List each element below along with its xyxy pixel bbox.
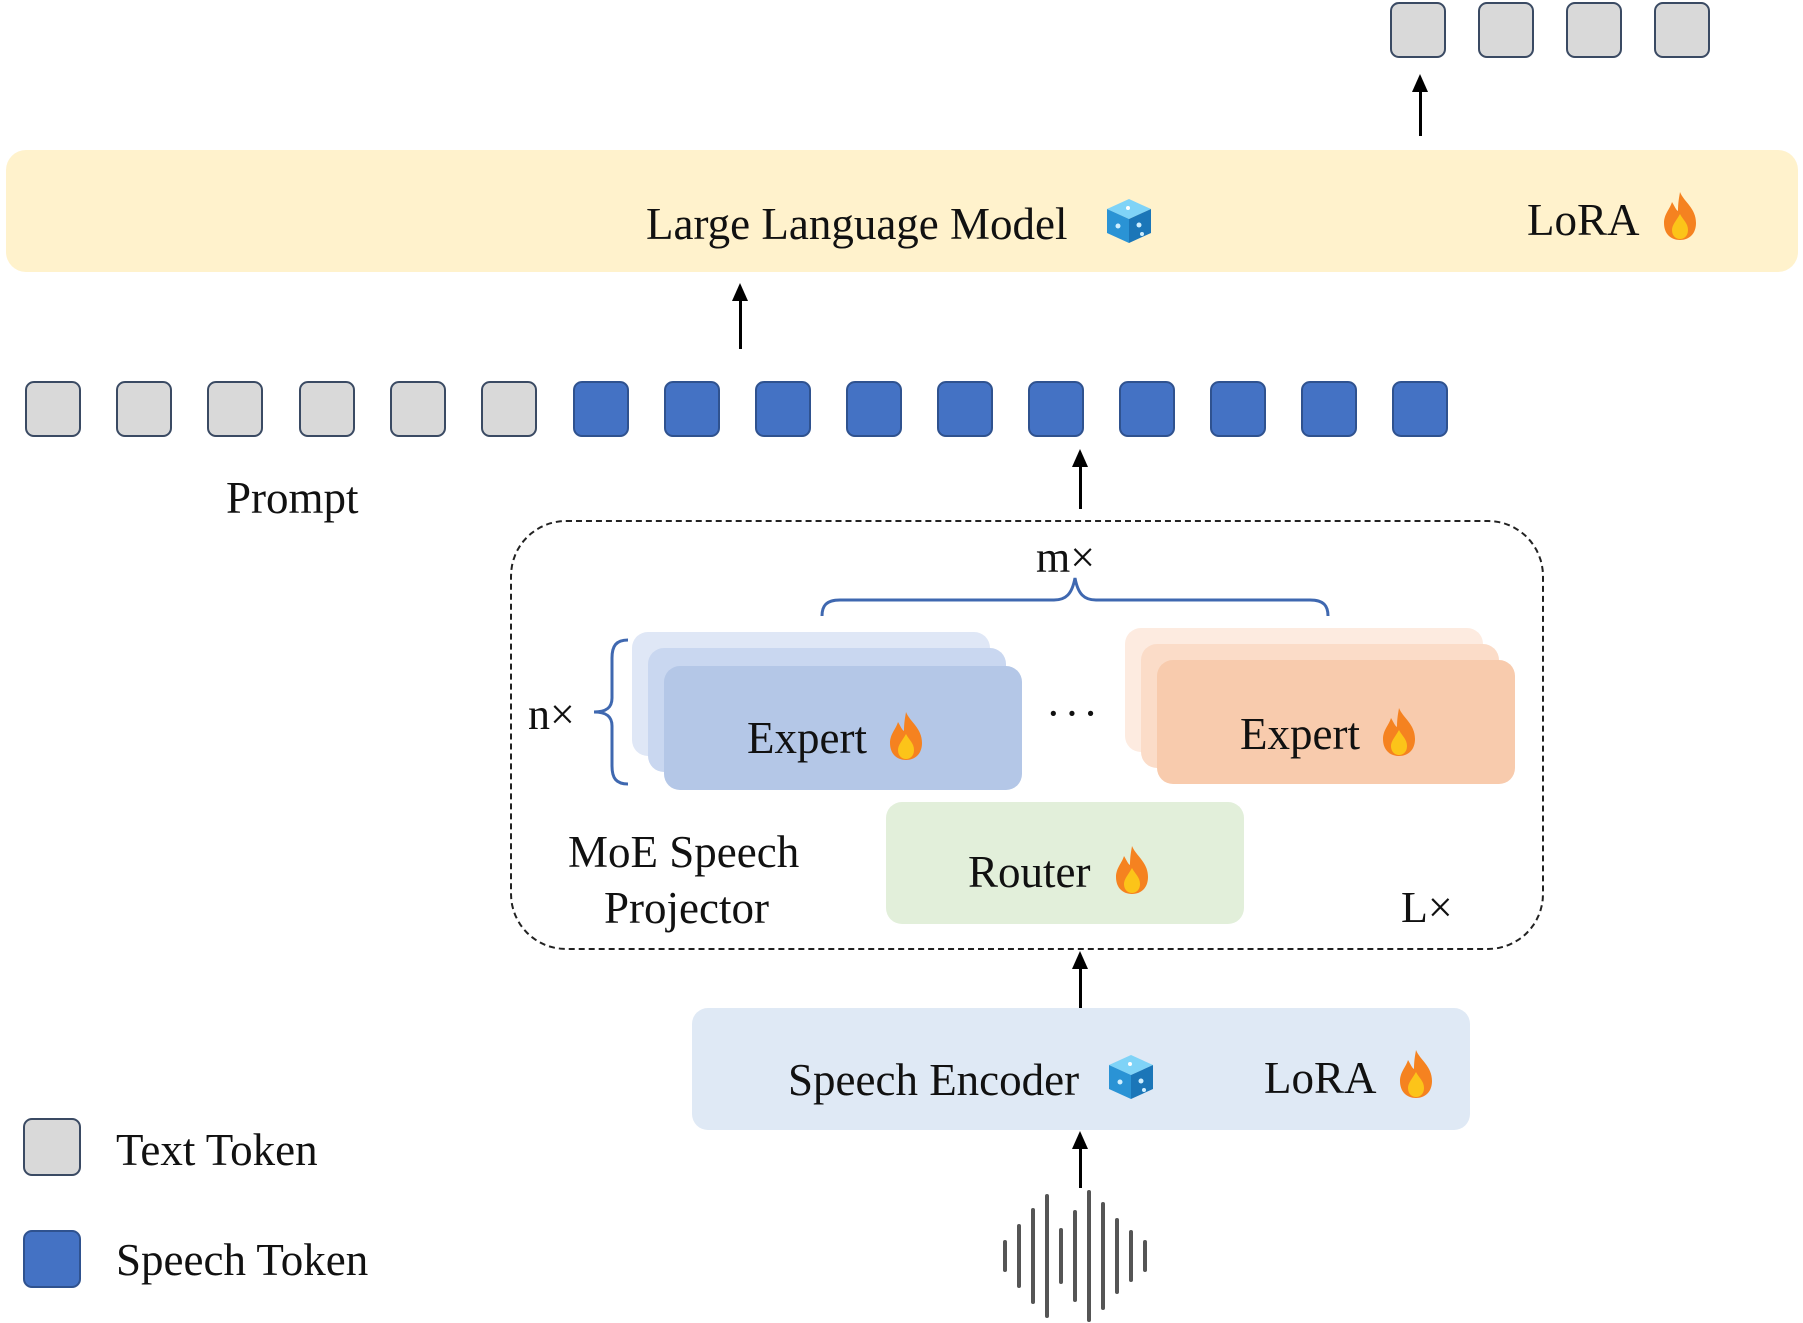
output-token <box>1654 2 1710 58</box>
encoder-lora-label: LoRA <box>1264 1053 1377 1103</box>
m-multiplier-label: m× <box>1036 533 1096 582</box>
speech-token <box>1210 381 1266 437</box>
ice-cube-icon <box>1109 1055 1153 1099</box>
legend-speech-token-label: Speech Token <box>116 1235 369 1285</box>
speech-token <box>1392 381 1448 437</box>
output-token <box>1478 2 1534 58</box>
speech-token <box>1119 381 1175 437</box>
arrow-tokens-to-llm <box>732 283 748 349</box>
fire-icon <box>1400 1050 1432 1098</box>
text-token <box>390 381 446 437</box>
encoder-title: Speech Encoder <box>788 1055 1080 1105</box>
speech-token <box>573 381 629 437</box>
speech-token <box>1301 381 1357 437</box>
llm-block: Large Language Model LoRA <box>6 150 1798 272</box>
expert-box-blue: Expert <box>664 666 1022 790</box>
expert-label: Expert <box>1240 709 1360 759</box>
router-label: Router <box>968 847 1091 897</box>
llm-lora-label: LoRA <box>1527 195 1640 245</box>
expert-label: Expert <box>747 713 867 763</box>
arrow-encoder-to-projector <box>1072 951 1088 1008</box>
n-brace <box>593 638 629 786</box>
text-token <box>207 381 263 437</box>
router-box: Router <box>886 802 1244 924</box>
arrow-audio-to-encoder <box>1072 1131 1088 1188</box>
speech-token <box>1028 381 1084 437</box>
l-multiplier-label: L× <box>1401 883 1453 932</box>
fire-icon <box>1116 846 1148 894</box>
text-token <box>116 381 172 437</box>
prompt-label: Prompt <box>226 473 359 523</box>
legend-text-token-swatch <box>23 1118 81 1176</box>
text-token <box>481 381 537 437</box>
legend-text-token-label: Text Token <box>116 1125 318 1175</box>
fire-icon <box>890 712 922 760</box>
m-brace <box>820 577 1330 617</box>
output-token <box>1390 2 1446 58</box>
speech-token <box>846 381 902 437</box>
speech-token <box>664 381 720 437</box>
arrow-llm-to-output <box>1412 74 1428 136</box>
moe-projector-frame <box>510 520 1544 950</box>
ice-cube-icon <box>1107 199 1151 243</box>
n-multiplier-label: n× <box>528 690 575 739</box>
moe-title-line2: Projector <box>604 883 769 933</box>
fire-icon <box>1664 192 1696 240</box>
llm-title: Large Language Model <box>646 199 1068 249</box>
legend-speech-token-swatch <box>23 1230 81 1288</box>
ellipsis: ··· <box>1046 689 1102 738</box>
output-token <box>1566 2 1622 58</box>
fire-icon <box>1383 708 1415 756</box>
speech-token <box>755 381 811 437</box>
speech-encoder-block: Speech Encoder LoRA <box>692 1008 1470 1130</box>
waveform-icon <box>1003 1190 1147 1322</box>
arrow-projector-to-tokens <box>1072 449 1088 509</box>
moe-title-line1: MoE Speech <box>568 827 800 877</box>
expert-box-orange: Expert <box>1157 660 1515 784</box>
text-token <box>299 381 355 437</box>
speech-token <box>937 381 993 437</box>
text-token <box>25 381 81 437</box>
